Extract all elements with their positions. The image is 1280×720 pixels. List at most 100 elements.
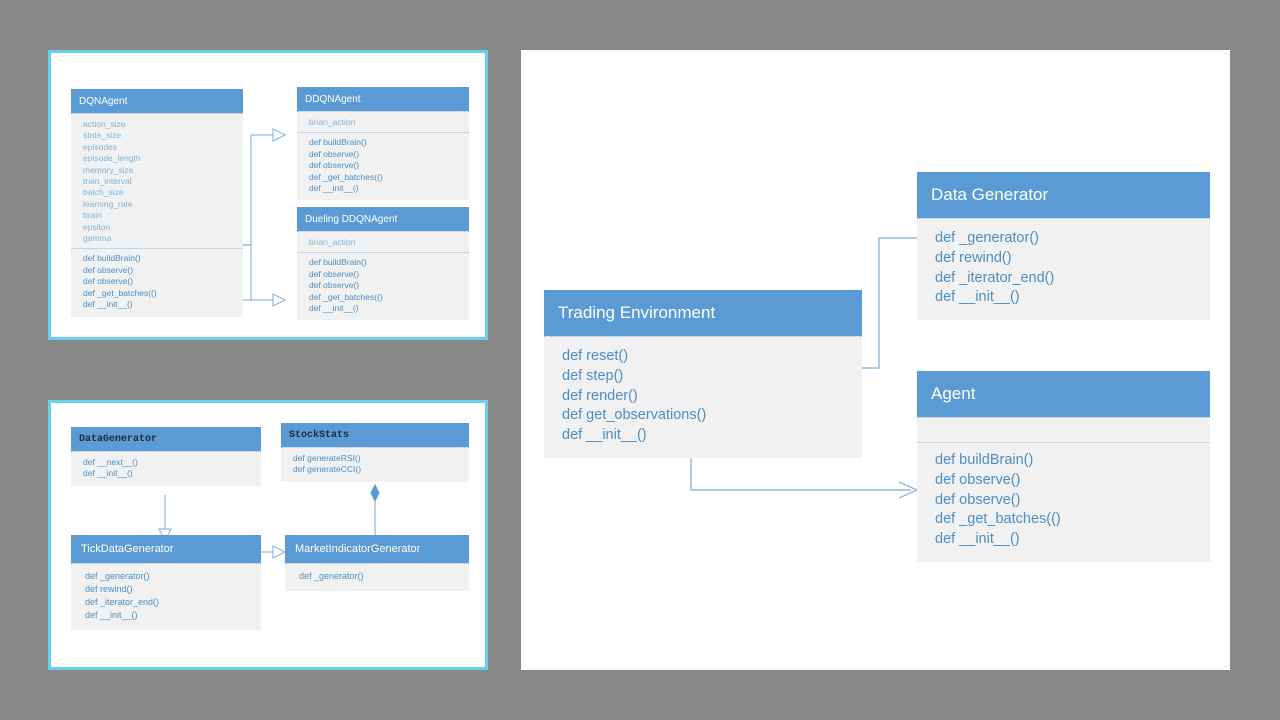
class-title-data-generator: Data Generator <box>917 172 1210 218</box>
method-row: def buildBrain() <box>309 257 367 268</box>
attribute-row: episodes <box>83 141 118 152</box>
class-title-stockstats: StockStats <box>281 423 469 447</box>
method-row: def step() <box>562 367 624 384</box>
method-row: def _generator() <box>299 571 364 581</box>
panel-data-generator-hierarchy: DataGenerator def __next__() def __init_… <box>48 400 488 670</box>
method-row: def buildBrain() <box>83 253 141 264</box>
class-attributes-dueling-ddqnagent: brian_action <box>297 237 469 254</box>
method-row: def render() <box>562 387 638 404</box>
attribute-row: brain <box>83 210 102 221</box>
class-methods-ddqnagent: def buildBrain() def observe() def obser… <box>297 137 469 194</box>
attribute-row: gamma <box>83 233 112 244</box>
generalization-line-ddqn <box>241 134 273 246</box>
method-row: def buildBrain() <box>935 452 1034 468</box>
method-row: def observe() <box>309 148 360 159</box>
generalization-arrowhead-dueling <box>272 293 287 307</box>
method-row: def observe() <box>935 491 1021 508</box>
method-row: def __init__() <box>83 299 133 310</box>
method-row: def observe() <box>309 280 360 291</box>
class-methods-agent: def buildBrain() def observe() def obser… <box>917 451 1210 550</box>
composition-diamond-stockstats <box>370 483 380 503</box>
method-row: def generateCCI() <box>293 464 362 475</box>
attribute-row: state_size <box>83 130 122 141</box>
class-attributes-ddqnagent: brian_action <box>297 117 469 134</box>
class-box-tickdatagenerator[interactable]: TickDataGenerator def _generator() def r… <box>71 535 261 630</box>
method-row: def _generator() <box>85 571 150 581</box>
method-row: def generateRSI() <box>293 453 361 463</box>
class-attributes-dqnagent: action_size state_size episodes episode_… <box>71 119 243 250</box>
class-box-dqnagent[interactable]: DQNAgent action_size state_size episodes… <box>71 89 243 317</box>
class-methods-dueling-ddqnagent: def buildBrain() def observe() def obser… <box>297 257 469 314</box>
method-row: def __init__() <box>83 468 133 479</box>
method-row: def get_observations() <box>562 407 707 424</box>
class-title-dqnagent: DQNAgent <box>71 89 243 113</box>
class-title-marketindicatorgenerator: MarketIndicatorGenerator <box>285 535 469 563</box>
class-box-trading-environment[interactable]: Trading Environment def reset() def step… <box>544 290 862 458</box>
attribute-row: train_interval <box>83 176 132 187</box>
method-row: def __init__() <box>935 531 1020 548</box>
method-row: def _get_batches(() <box>309 291 383 302</box>
method-row: def observe() <box>935 471 1021 488</box>
class-methods-stockstats: def generateRSI() def generateCCI() <box>281 453 469 476</box>
class-box-marketindicatorgenerator[interactable]: MarketIndicatorGenerator def _generator(… <box>285 535 469 591</box>
class-methods-tickdatagenerator: def _generator() def rewind() def _itera… <box>71 570 261 622</box>
method-row: def reset() <box>562 348 629 364</box>
method-row: def __next__() <box>83 457 138 467</box>
association-arrowhead-agent <box>898 481 919 499</box>
class-body-marketindicatorgenerator: def _generator() <box>285 563 469 591</box>
class-box-dueling-ddqnagent[interactable]: Dueling DDQNAgent brian_action def build… <box>297 207 469 321</box>
method-row: def observe() <box>83 264 134 275</box>
class-methods-marketindicatorgenerator: def _generator() <box>285 570 469 583</box>
method-row: def rewind() <box>935 249 1012 266</box>
class-box-datagenerator[interactable]: DataGenerator def __next__() def __init_… <box>71 427 261 486</box>
method-row: def __init__() <box>309 183 359 194</box>
attribute-row: epsilon <box>83 221 110 232</box>
class-box-data-generator[interactable]: Data Generator def _generator() def rewi… <box>917 172 1210 321</box>
attribute-row: brian_action <box>309 237 356 247</box>
class-body-agent: def buildBrain() def observe() def obser… <box>917 417 1210 562</box>
class-title-datagenerator: DataGenerator <box>71 427 261 451</box>
class-title-tickdatagenerator: TickDataGenerator <box>71 535 261 563</box>
attribute-row: brian_action <box>309 117 356 127</box>
method-row: def _iterator_end() <box>935 269 1055 286</box>
method-row: def __init__() <box>85 610 138 620</box>
class-methods-trading-environment: def reset() def step() def render() def … <box>544 347 862 446</box>
class-box-ddqnagent[interactable]: DDQNAgent brian_action def buildBrain() … <box>297 87 469 201</box>
class-body-tickdatagenerator: def _generator() def rewind() def _itera… <box>71 563 261 630</box>
attribute-row: batch_size <box>83 187 124 198</box>
panel-agent-hierarchy: DQNAgent action_size state_size episodes… <box>48 50 488 340</box>
method-row: def rewind() <box>85 584 133 594</box>
class-methods-data-generator: def _generator() def rewind() def _itera… <box>917 229 1210 308</box>
method-row: def buildBrain() <box>309 137 367 148</box>
class-title-trading-environment: Trading Environment <box>544 290 862 336</box>
method-row: def __init__() <box>562 427 647 444</box>
attribute-row: learning_rate <box>83 198 133 209</box>
method-row: def _get_batches(() <box>935 511 1061 528</box>
method-row: def _iterator_end() <box>85 597 160 607</box>
class-methods-dqnagent: def buildBrain() def observe() def obser… <box>71 253 243 310</box>
class-body-dqnagent: action_size state_size episodes episode_… <box>71 113 243 317</box>
generalization-arrowhead-market <box>272 545 287 559</box>
class-title-ddqnagent: DDQNAgent <box>297 87 469 111</box>
class-box-stockstats[interactable]: StockStats def generateRSI() def generat… <box>281 423 469 482</box>
method-row: def observe() <box>309 268 360 279</box>
class-title-dueling-ddqnagent: Dueling DDQNAgent <box>297 207 469 231</box>
attribute-row: memory_size <box>83 164 134 175</box>
attribute-row: action_size <box>83 119 126 129</box>
panel-system-overview: Trading Environment def reset() def step… <box>521 50 1230 670</box>
class-body-dueling-ddqnagent: brian_action def buildBrain() def observ… <box>297 231 469 321</box>
class-body-datagenerator: def __next__() def __init__() <box>71 451 261 486</box>
method-row: def _get_batches(() <box>309 171 383 182</box>
method-row: def __init__() <box>309 303 359 314</box>
generalization-arrowhead-ddqn <box>272 128 287 142</box>
class-body-ddqnagent: brian_action def buildBrain() def observ… <box>297 111 469 201</box>
class-title-agent: Agent <box>917 371 1210 417</box>
class-body-trading-environment: def reset() def step() def render() def … <box>544 336 862 458</box>
class-body-data-generator: def _generator() def rewind() def _itera… <box>917 218 1210 321</box>
method-row: def _generator() <box>935 230 1039 246</box>
class-box-agent[interactable]: Agent def buildBrain() def observe() def… <box>917 371 1210 562</box>
method-row: def _get_batches(() <box>83 287 157 298</box>
class-methods-datagenerator: def __next__() def __init__() <box>71 457 261 480</box>
method-row: def observe() <box>309 160 360 171</box>
method-row: def __init__() <box>935 289 1020 306</box>
